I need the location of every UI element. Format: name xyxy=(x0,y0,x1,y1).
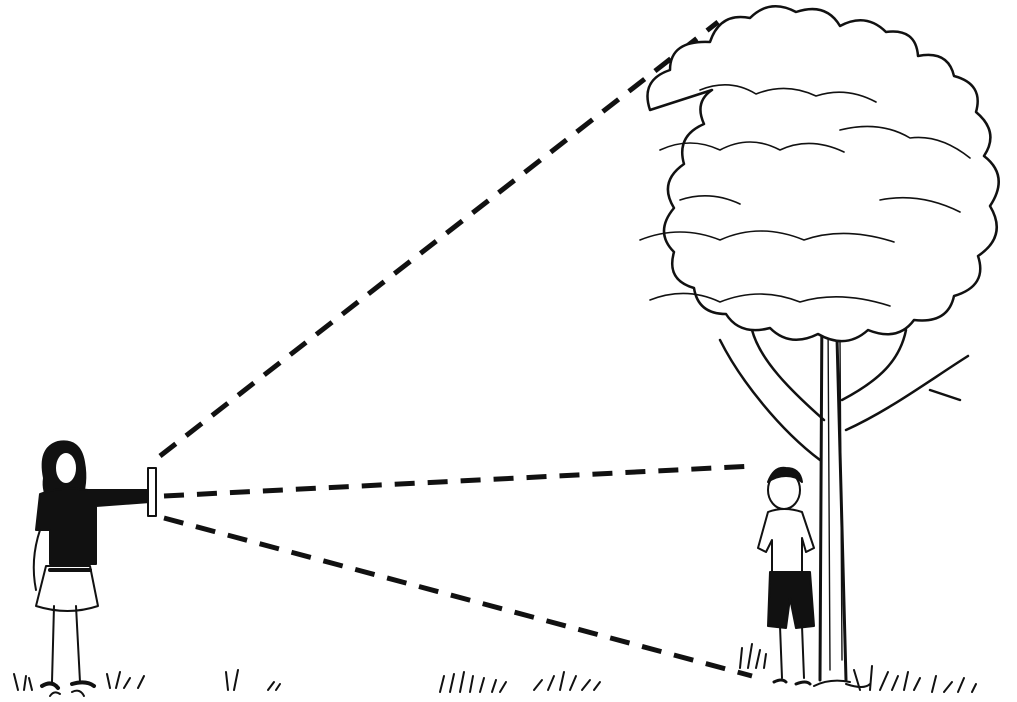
sight-line-to-treetop xyxy=(158,20,720,458)
boy-shorts xyxy=(767,571,815,629)
girl-shirt xyxy=(35,487,151,565)
tree-canopy xyxy=(639,5,1000,343)
boy-legs xyxy=(779,625,805,679)
girl-face xyxy=(54,451,78,485)
sight-line-to-boy-feet xyxy=(163,515,753,679)
girl-skirt xyxy=(35,565,99,612)
boy-figure xyxy=(757,466,815,686)
ruler xyxy=(147,467,157,517)
girl-left-arm xyxy=(32,529,41,591)
girl-legs xyxy=(51,605,81,683)
tree-trunk xyxy=(813,298,871,688)
boy-shirt xyxy=(757,508,815,573)
ground-grass xyxy=(13,643,977,697)
girl-figure xyxy=(32,440,157,690)
sight-lines xyxy=(158,20,755,679)
tree xyxy=(639,5,1000,688)
sight-line-to-boy-head xyxy=(163,463,755,499)
